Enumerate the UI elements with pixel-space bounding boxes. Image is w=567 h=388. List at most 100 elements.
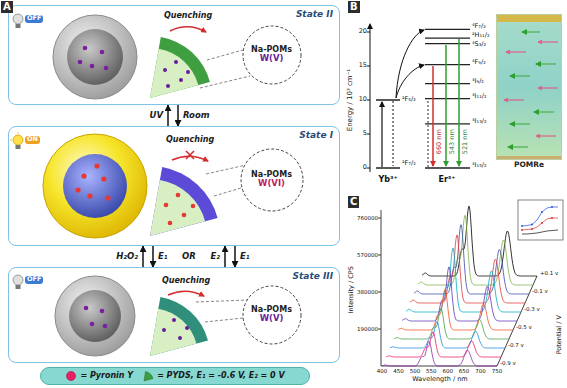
stimulus-label: E₂ [210, 252, 220, 262]
transition-arrow [152, 246, 154, 267]
transition-arrow [177, 105, 179, 126]
state-title: State II [296, 9, 333, 19]
tick-label: 600 [442, 368, 453, 374]
process-label: Quenching [166, 135, 214, 144]
bulb-off [13, 275, 23, 289]
compound-name: Na-POMs [251, 45, 292, 54]
compound-name: Na-POMs [251, 305, 292, 314]
tick-label: 570000 [357, 252, 378, 258]
pom-bubble: Na-POMsW(V) [242, 285, 302, 345]
axis-title: Potential / V [556, 315, 563, 354]
pyds-wedge [144, 372, 153, 382]
spectrum-curve [398, 290, 513, 330]
spectrum-curve [418, 215, 533, 285]
stimulus-label: Room [183, 111, 210, 121]
dashed-circle-outline [241, 149, 303, 211]
spectrum-curve [406, 248, 521, 312]
tick-label: 750 [492, 368, 503, 374]
transition-arrow [224, 246, 226, 267]
layer-label: POMRe [514, 161, 544, 170]
oxidation-state: W(VI) [258, 179, 285, 189]
tick-label: 400 [377, 368, 388, 374]
spectrum-curve [402, 267, 517, 321]
tick-label: 760000 [357, 215, 378, 221]
inset-chart [518, 200, 563, 240]
status-badge: ON [25, 136, 40, 143]
potential-label: +0.1 v [540, 270, 558, 276]
process-label: Quenching [164, 11, 212, 20]
tick-label: 0 [363, 164, 367, 171]
axis-title: Wavelength / nm [412, 376, 467, 383]
tick-label: 5 [363, 130, 367, 137]
spectrum-curve [390, 322, 505, 348]
transition-arrow [234, 246, 236, 267]
tick-label: 500 [410, 368, 421, 374]
transition-arrow [167, 105, 169, 126]
panel-letter: B [348, 1, 360, 13]
level-label: ⁴I₉/₂ [472, 78, 484, 85]
panel-letter: A [1, 1, 13, 13]
level-label: ⁴I₁₃/₂ [472, 118, 487, 125]
level-label: ⁴I₁₁/₂ [472, 93, 487, 100]
level-label: ²H₁₁/₂ [472, 32, 490, 39]
spectrum-curve [386, 332, 501, 357]
spectrum-curve [414, 225, 529, 294]
pyds-symbol [142, 370, 154, 382]
wavelength-label: 660 nm [436, 129, 443, 156]
level-label: ⁴F₇/₂ [472, 23, 486, 30]
shell-sector [150, 151, 246, 236]
pom-bubble: Na-POMsW(V) [242, 25, 302, 85]
bulb-off [13, 14, 23, 28]
tick-label: 550 [426, 368, 437, 374]
stimulus-label: E₁ [158, 252, 168, 262]
legend-text: = Pyronin Y [80, 371, 133, 380]
process-label: Quenching [162, 276, 210, 285]
spectrum-curve [382, 341, 497, 366]
tick-label: 20 [359, 28, 367, 35]
potential-label: -0.3 v [524, 306, 540, 312]
stimulus-label: UV [150, 111, 163, 121]
potential-label: -0.1 v [532, 288, 548, 294]
legend-text: = PYDS, E₁ = -0.6 V, E₂ = 0 V [157, 371, 284, 380]
spectrum-curve [394, 309, 509, 339]
tick-label: 450 [393, 368, 404, 374]
nanoparticle [43, 134, 147, 238]
level-label: ²F₅/₂ [402, 96, 416, 103]
level-label: ²F₇/₂ [402, 160, 416, 167]
potential-label: -0.7 v [508, 342, 524, 348]
level-label: ⁴I₁₅/₂ [472, 162, 487, 169]
oxidation-state: W(V) [260, 54, 284, 64]
potential-label: -0.9 v [500, 360, 516, 366]
tick-label: 380000 [357, 289, 378, 295]
dye-dot [67, 372, 76, 381]
stimulus-label: E₁ [240, 252, 250, 262]
status-badge: OFF [25, 15, 43, 22]
tick-label: 15 [359, 62, 367, 69]
tick-label: 700 [475, 368, 486, 374]
pom-bubble: Na-POMsW(VI) [240, 148, 304, 212]
ion-label: Yb³⁺ [378, 175, 397, 184]
spectra-axes [378, 210, 537, 366]
stimulus-label: H₂O₂ [116, 252, 138, 262]
nanoparticle [55, 276, 135, 356]
tick-label: 650 [459, 368, 470, 374]
axis-title: Energy / 10³ cm⁻¹ [346, 69, 354, 131]
level-label: ⁴S₃/₂ [472, 41, 486, 48]
stimulus-label: OR [182, 252, 196, 262]
wavelength-label: 543 nm [449, 129, 456, 156]
ion-label: Er³⁺ [438, 175, 455, 184]
wavelength-label: 521 nm [462, 129, 469, 156]
spectrum-curve [410, 235, 525, 303]
transition-arrow [142, 246, 144, 267]
shell-sector [150, 27, 250, 98]
tick-label: 190000 [357, 326, 378, 332]
oxidation-state: W(V) [260, 314, 284, 324]
emission-spectra [382, 206, 537, 366]
shell-sector [150, 291, 248, 356]
dashed-circle-outline [243, 26, 301, 84]
legend-band: = Pyronin Y = PYDS, E₁ = -0.6 V, E₂ = 0 V [40, 367, 310, 385]
bulb-on [10, 132, 23, 149]
energy-diagram [367, 14, 562, 172]
level-label: ⁴F₉/₂ [472, 59, 486, 66]
